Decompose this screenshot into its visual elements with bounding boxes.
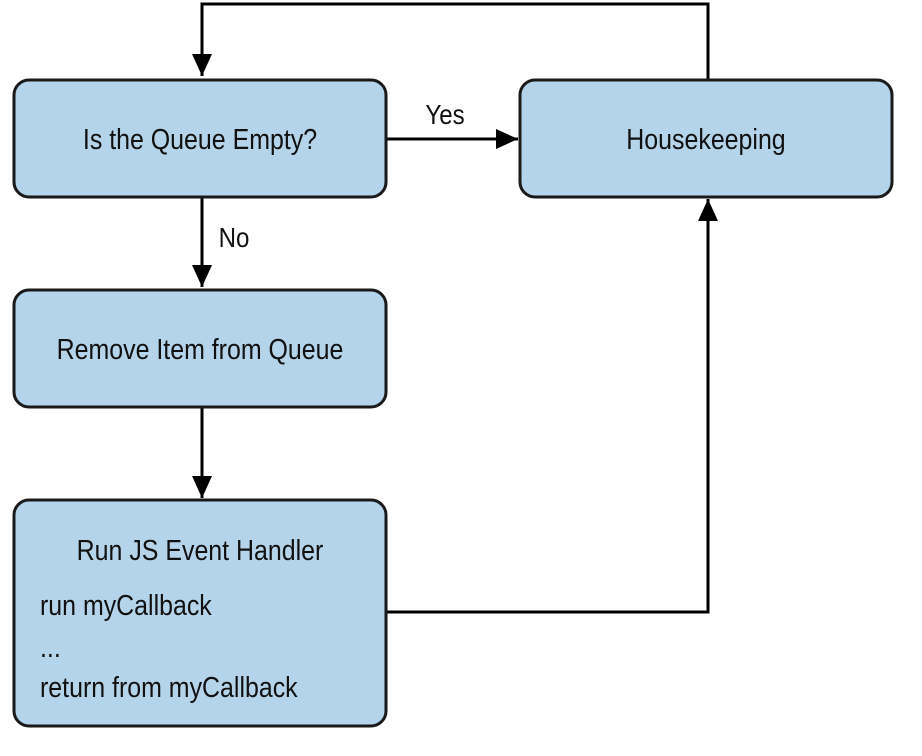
node-event-handler-title: Run JS Event Handler xyxy=(77,534,324,566)
node-event-handler-line-1: run myCallback xyxy=(40,589,212,621)
node-housekeeping-label: Housekeeping xyxy=(626,123,785,155)
node-event-handler-line-3: return from myCallback xyxy=(40,671,298,703)
edge-label-yes: Yes xyxy=(425,98,464,130)
node-remove-item: Remove Item from Queue xyxy=(12,288,388,409)
node-event-handler: Run JS Event Handler run myCallback ... … xyxy=(12,498,388,728)
node-queue-check-label: Is the Queue Empty? xyxy=(83,123,317,155)
node-remove-item-label: Remove Item from Queue xyxy=(57,333,344,365)
edge-housekeeping-to-queue-check xyxy=(192,2,710,80)
edge-label-no: No xyxy=(219,221,250,253)
edge-handler-to-housekeeping xyxy=(386,199,718,614)
node-queue-check: Is the Queue Empty? xyxy=(12,78,388,199)
node-housekeeping: Housekeeping xyxy=(518,78,894,199)
node-event-handler-line-2: ... xyxy=(40,631,61,663)
